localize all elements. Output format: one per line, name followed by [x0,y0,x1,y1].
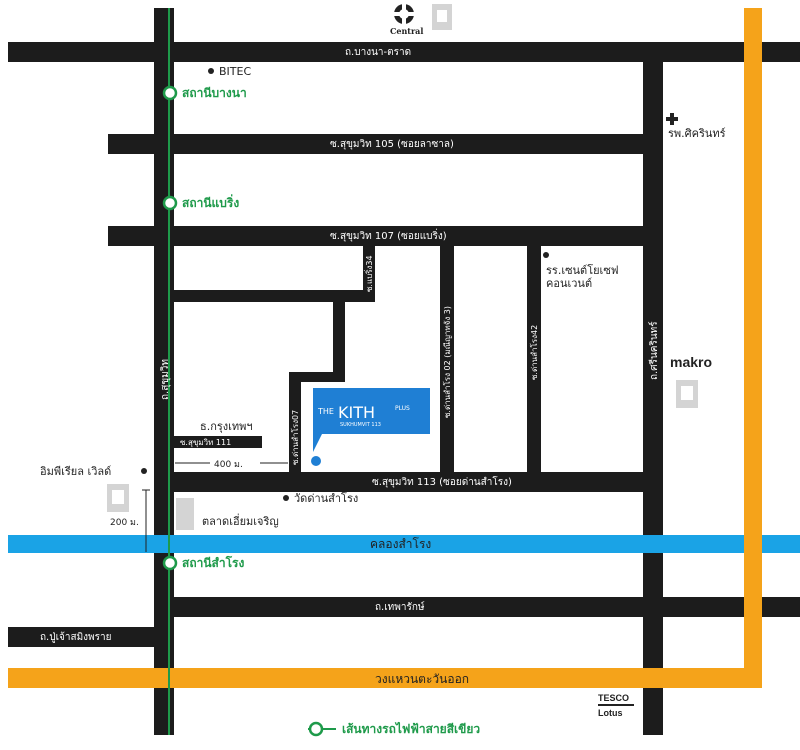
road-bearing-34 [363,244,375,302]
place-makro: makro [670,354,712,370]
road-soi-42 [527,244,541,474]
label-soi-107-side: ซ.ด่านสำโรง07 [290,410,300,465]
label-bearing-34: ซ.แบริ่ง34 [363,255,374,292]
school-dot-icon [543,252,549,258]
road-soi-02 [440,244,454,474]
road-soi-107-side [289,372,301,474]
project-name-main: KITH [338,403,375,422]
road-inner-horizontal [289,372,345,382]
station-bang-na-icon [162,85,178,101]
label-soi-02: ซ.ด่านสำโรง 02 (มณีญาทจัง 3) [442,306,452,418]
station-bearing-label: สถานีแบริ่ง [182,194,239,210]
label-thepharak: ถ.เทพารักษ์ [375,601,425,613]
place-wat: วัดด่านสำโรง [294,491,358,505]
canal-samrong [8,535,800,553]
hospital-cross-icon [666,113,678,125]
place-bitec: BITEC [219,65,251,78]
road-soi-105 [108,134,644,154]
label-soi-42: ซ.ด่านสำโรง42 [529,325,539,380]
label-soi-111: ซ.สุขุมวิท 111 [180,438,231,447]
place-lotus: Lotus [598,708,623,718]
road-soi-113 [173,472,643,492]
road-inner-vertical [333,300,345,380]
label-sukhumvit: ถ.สุขุมวิท [160,359,171,400]
central-building-icon [432,4,452,30]
station-bang-na-label: สถานีบางนา [182,86,247,100]
place-tesco: TESCO [598,693,629,703]
station-bearing-icon [162,195,178,211]
station-samrong-icon [162,555,178,571]
ring-road-east-vertical [744,8,762,688]
station-samrong-label: สถานีสำโรง [182,555,244,570]
place-market: ตลาดเอี่ยมเจริญ [202,513,279,528]
project-sub: SUKHUMVIT 113 [340,422,381,428]
label-srinakarin: ถ.ศรีนครินทร์ [648,321,660,380]
place-school-line2: คอนเวนต์ [546,277,592,290]
project-marker[interactable]: THE KITH PLUS SUKHUMVIT 113 [313,388,430,452]
road-srinakarin [643,58,663,735]
project-location-dot-icon [311,456,321,466]
label-ring-road: วงแหวนตะวันออก [375,672,469,686]
place-imperial: อิมพีเรียล เวิลด์ [40,465,112,478]
market-building-icon [176,498,194,530]
road-pu-chao [8,627,154,647]
legend-bts-label: เส้นทางรถไฟฟ้าสายสีเขียว [342,721,480,736]
road-bangna-trat [8,42,800,62]
label-soi-107: ซ.สุขุมวิท 107 (ซอยแบริ่ง) [330,228,447,242]
central-label: Central [390,26,423,36]
imperial-building-icon [107,484,129,512]
project-name-plus: PLUS [395,405,410,412]
ring-road-east-horizontal [8,668,762,688]
place-school-line1: รร.เซนต์โยเซฟ [546,263,619,277]
road-soi-107 [108,226,644,246]
distance-400-bg [210,456,260,470]
label-bangna-trat: ถ.บางนา-ตราด [345,47,411,58]
bitec-dot-icon [208,68,214,74]
central-logo: Central [390,2,423,36]
project-name-pre: THE [317,407,334,416]
place-bangkok-bank: ธ.กรุงเทพฯ [200,420,253,433]
distance-200: 200 ม. [110,518,139,528]
tesco-stripe-icon [598,704,634,706]
road-bearing-34-h [173,290,375,302]
road-soi-111 [173,436,262,448]
label-pu-chao: ถ.ปู่เจ้าสมิงพราย [40,631,112,643]
makro-building-icon [676,380,698,408]
label-soi-105: ซ.สุขุมวิท 105 (ซอยลาซาล) [330,139,454,150]
distance-400: 400 ม. [214,460,243,470]
imperial-dot-icon [141,468,147,474]
label-canal: คลองสำโรง [370,537,431,551]
label-soi-113: ซ.สุขุมวิท 113 (ซอยด่านสำโรง) [372,475,512,488]
legend-bts-station-icon [308,721,324,737]
wat-dot-icon [283,495,289,501]
place-hospital: รพ.ศิครินทร์ [668,127,726,140]
road-thepharak [173,597,800,617]
